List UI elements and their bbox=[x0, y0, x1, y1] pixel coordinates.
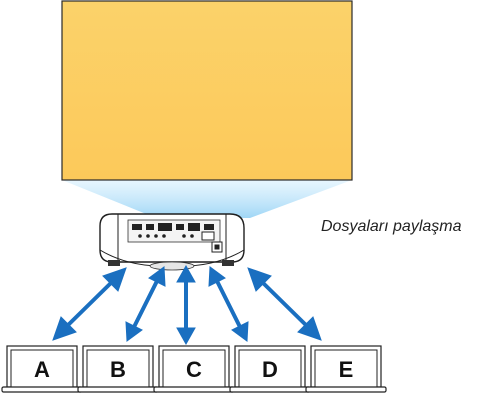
projection-screen bbox=[61, 0, 353, 181]
laptop-b: B bbox=[77, 345, 159, 393]
projection-beam bbox=[62, 180, 352, 218]
laptop-e-label: E bbox=[339, 357, 354, 382]
laptop-d-label: D bbox=[262, 357, 278, 382]
laptop-c: C bbox=[153, 345, 235, 393]
arrow-d bbox=[208, 266, 249, 342]
arrow-b bbox=[125, 266, 166, 342]
laptop-b-label: B bbox=[110, 357, 126, 382]
connection-arrows bbox=[52, 264, 322, 346]
file-sharing-caption: Dosyaları paylaşma bbox=[321, 218, 462, 235]
laptops: A B C D E bbox=[1, 345, 387, 393]
laptop-c-label: C bbox=[186, 357, 202, 382]
projector bbox=[99, 213, 245, 271]
arrow-a bbox=[52, 267, 127, 341]
projector-stand bbox=[149, 261, 195, 271]
laptop-a: A bbox=[1, 345, 83, 393]
laptop-d: D bbox=[229, 345, 311, 393]
laptop-a-label: A bbox=[34, 357, 50, 382]
arrow-e bbox=[247, 267, 322, 341]
arrow-c bbox=[176, 264, 196, 346]
projector-foot-left bbox=[108, 260, 120, 266]
projector-foot-right bbox=[222, 260, 234, 266]
laptop-e: E bbox=[305, 345, 387, 393]
